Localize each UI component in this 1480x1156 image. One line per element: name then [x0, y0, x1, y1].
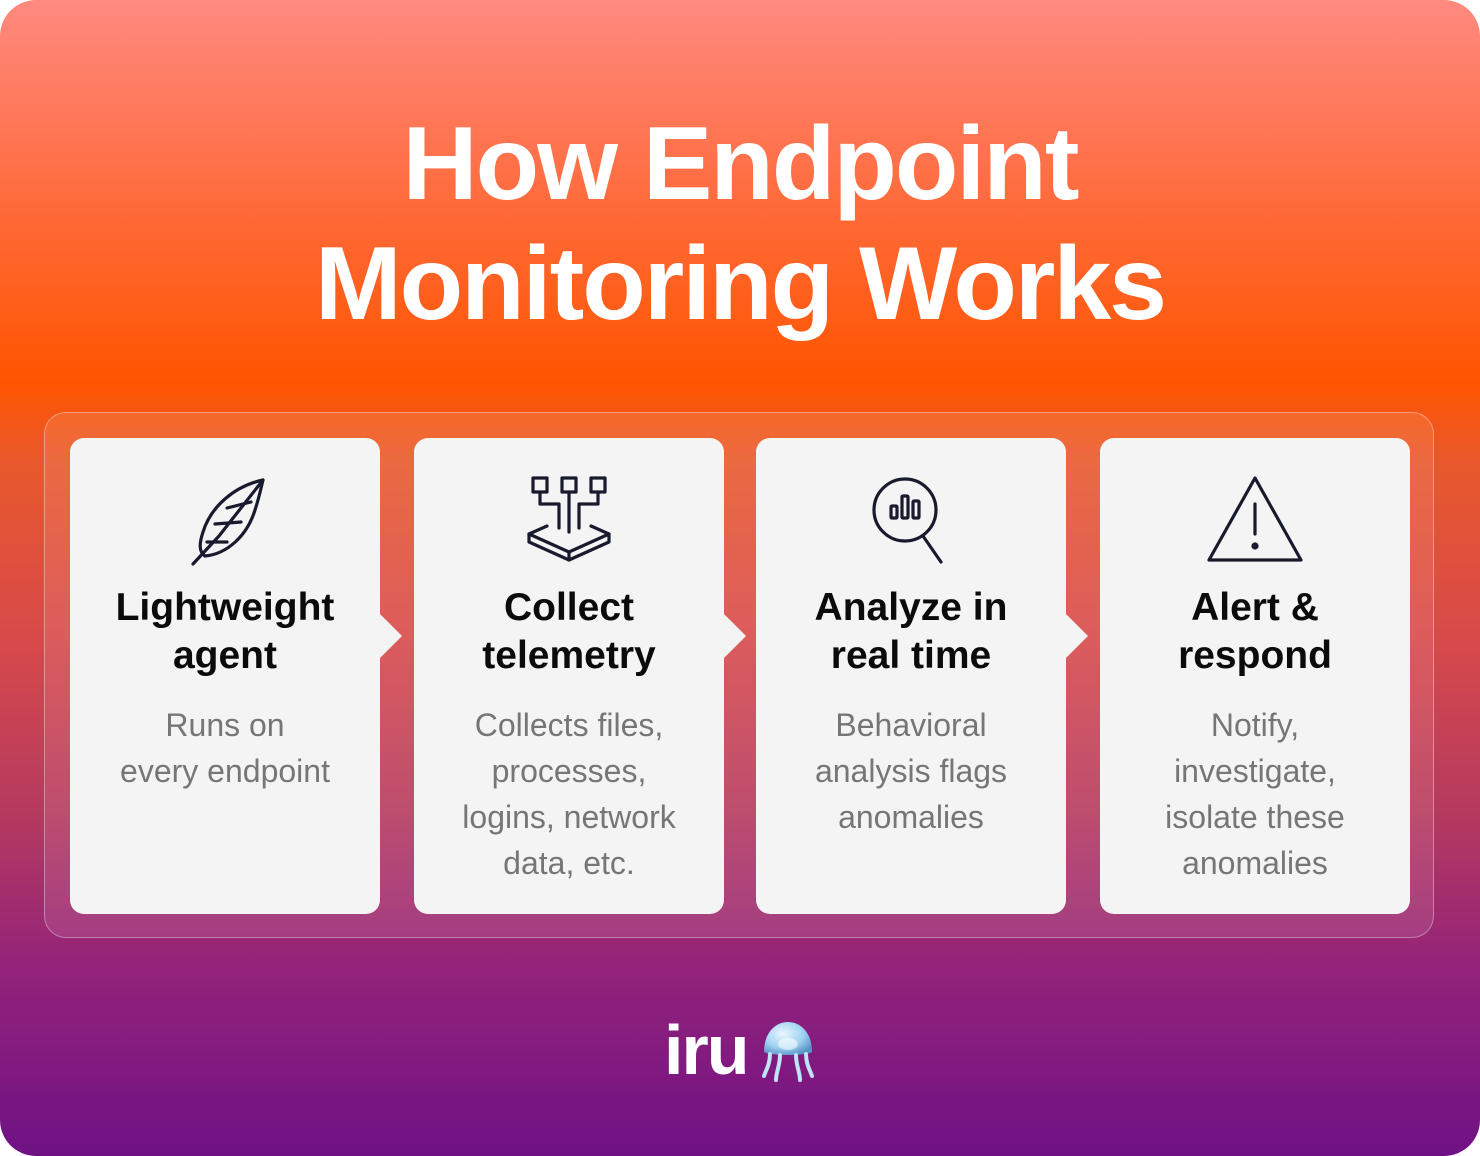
step-desc-line: Collects files, — [474, 707, 664, 743]
step-description: Behavioral analysis flags anomalies — [770, 702, 1052, 840]
step-title-line: Collect — [503, 586, 635, 629]
step-desc-line: every endpoint — [120, 753, 330, 789]
jellyfish-icon — [760, 1018, 816, 1084]
feather-icon — [175, 472, 275, 572]
step-description: Notify, investigate, isolate these anoma… — [1114, 702, 1396, 886]
step-title-line: agent — [172, 634, 277, 677]
step-desc-line: logins, network — [462, 799, 676, 835]
logo-wordmark: iru — [664, 1011, 749, 1089]
title-line-1: How Endpoint — [402, 106, 1080, 222]
step-title-line: Analyze in — [814, 586, 1008, 629]
step-title: Lightweight agent — [80, 584, 370, 680]
page-title: How Endpoint Monitoring Works — [0, 104, 1480, 344]
title-line-2: Monitoring Works — [314, 226, 1167, 342]
step-desc-line: anomalies — [838, 799, 984, 835]
step-title-line: telemetry — [482, 634, 656, 677]
brand-logo: iru — [664, 1010, 824, 1090]
step-desc-line: analysis flags — [814, 753, 1008, 789]
step-desc-line: data, etc. — [503, 845, 635, 881]
step-desc-line: Runs on — [165, 707, 285, 743]
data-collection-icon — [519, 472, 619, 572]
step-desc-line: investigate, — [1174, 753, 1336, 789]
step-title-line: Alert & — [1191, 586, 1319, 629]
step-title: Alert & respond — [1110, 584, 1400, 680]
step-desc-line: anomalies — [1182, 845, 1328, 881]
step-card-lightweight-agent: Lightweight agent Runs on every endpoint — [70, 438, 402, 914]
step-desc-line: isolate these — [1165, 799, 1345, 835]
step-desc-line: Behavioral — [835, 707, 987, 743]
step-card-collect-telemetry: Collect telemetry Collects files, proces… — [414, 438, 746, 914]
step-title: Collect telemetry — [424, 584, 714, 680]
step-title: Analyze in real time — [766, 584, 1056, 680]
step-title-line: real time — [830, 634, 992, 677]
step-title-line: respond — [1178, 634, 1332, 677]
step-desc-line: Notify, — [1210, 707, 1300, 743]
magnifier-chart-icon — [861, 472, 961, 572]
warning-triangle-icon — [1205, 472, 1305, 572]
step-card-alert-respond: Alert & respond Notify, investigate, iso… — [1100, 438, 1410, 914]
step-description: Collects files, processes, logins, netwo… — [428, 702, 710, 886]
step-description: Runs on every endpoint — [84, 702, 366, 794]
step-title-line: Lightweight — [115, 586, 335, 629]
step-card-analyze-real-time: Analyze in real time Behavioral analysis… — [756, 438, 1088, 914]
step-desc-line: processes, — [491, 753, 647, 789]
